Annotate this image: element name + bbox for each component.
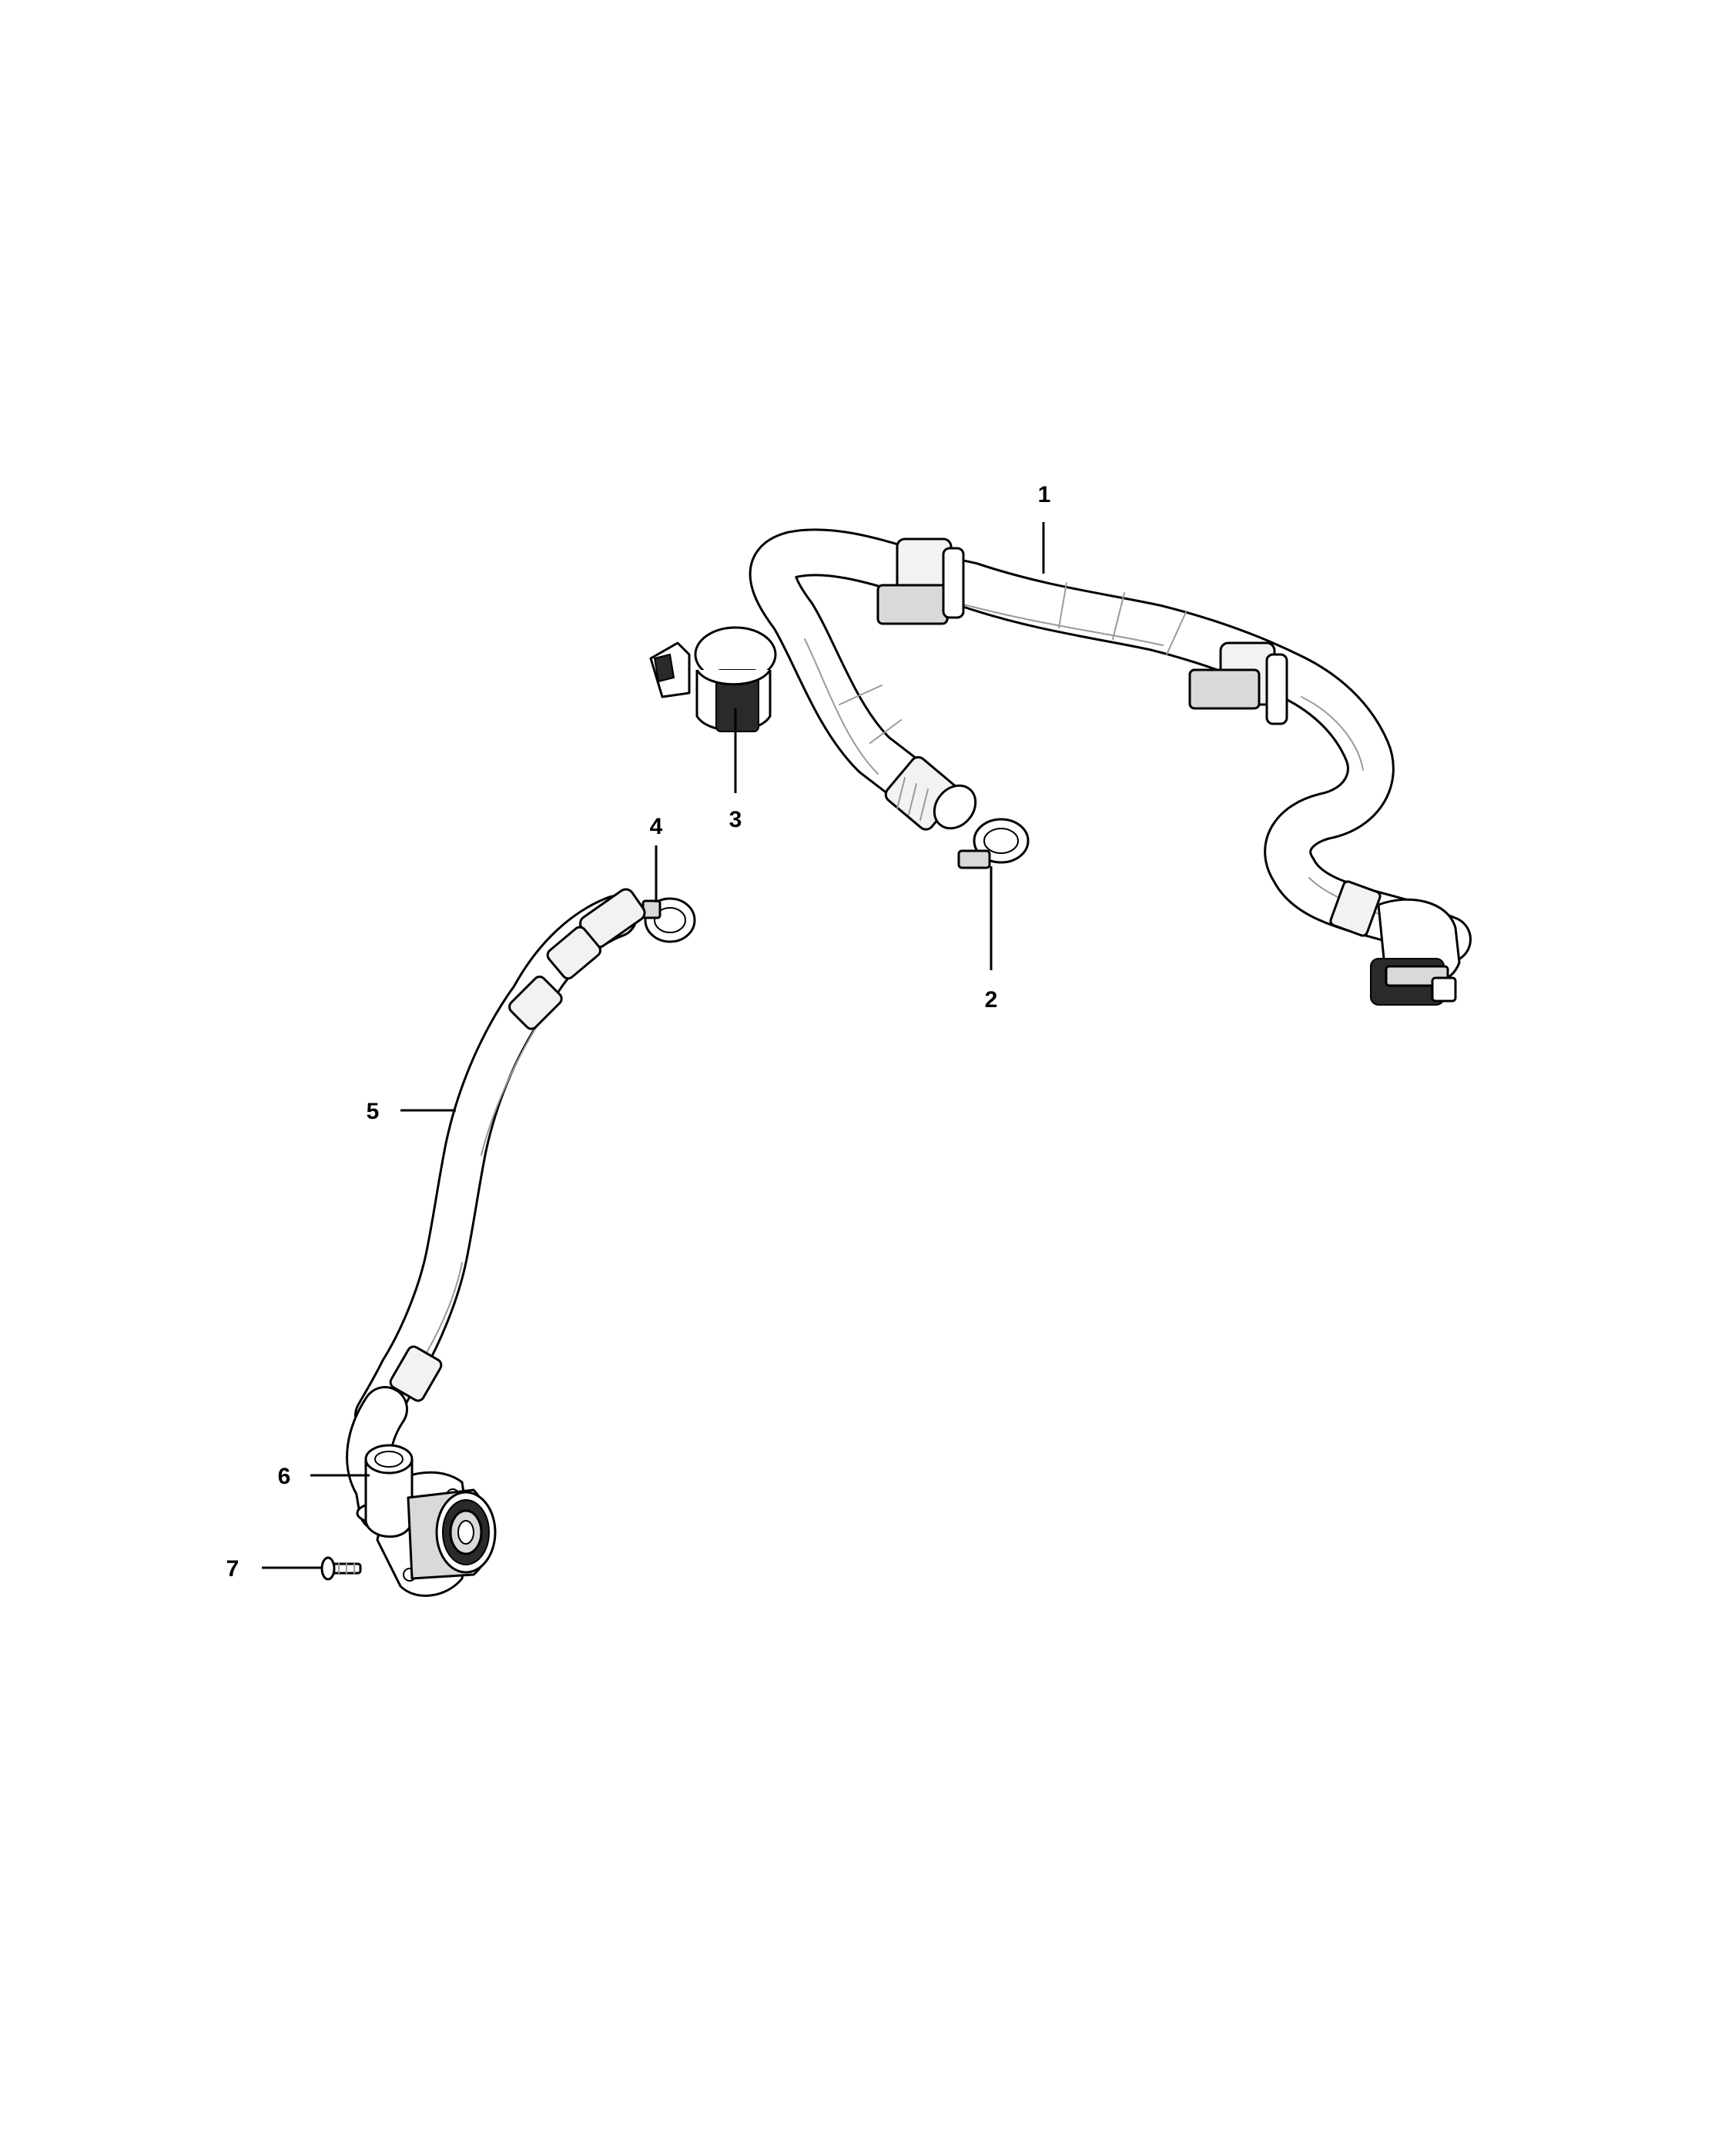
hose-part-1 [749,528,1472,1006]
hose-end-left [884,755,977,831]
hose-part-5 [346,888,646,1532]
callout-2: 2 [985,987,998,1013]
callout-5: 5 [367,1099,380,1124]
holder-clip-part-3 [649,626,777,732]
bolt-part-7 [320,1556,362,1581]
hose-clip-middle [1188,641,1288,725]
callout-3: 3 [729,807,742,832]
callout-4: 4 [650,814,663,839]
clamp-part-4 [641,897,696,943]
clamp-part-2 [957,818,1030,869]
hose-clip-upper [876,537,965,625]
callout-7: 7 [226,1556,239,1582]
callout-6: 6 [278,1464,291,1489]
fitting-part-6 [364,1444,497,1597]
callout-1: 1 [1038,482,1051,507]
quick-connector [1370,898,1461,1006]
